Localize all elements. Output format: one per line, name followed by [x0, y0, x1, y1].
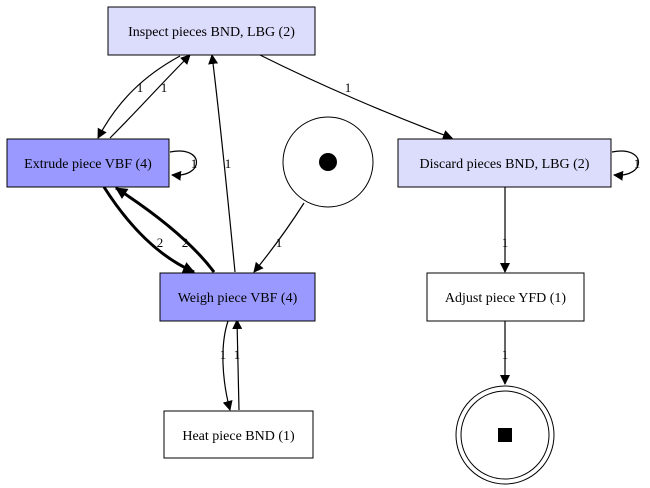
edge-start-to-weigh [253, 202, 305, 273]
node-adjust-label: Adjust piece YFD (1) [445, 291, 567, 306]
edge-extrude-self-loop [169, 150, 197, 181]
node-extrude: Extrude piece VBF (4) [6, 138, 170, 188]
filled-circle-icon [319, 153, 337, 171]
edge-weigh-to-inspect [208, 54, 236, 273]
start-node [282, 116, 374, 208]
node-weigh-label: Weigh piece VBF (4) [178, 291, 298, 306]
edge-label-inspect-to-discard: 1 [345, 80, 352, 95]
edge-label-inspect-to-extrude: 1 [161, 80, 168, 95]
edge-label-adjust-to-end: 1 [502, 347, 509, 362]
node-inspect-label: Inspect pieces BND, LBG (2) [128, 25, 295, 40]
node-discard: Discard pieces BND, LBG (2) [397, 138, 612, 188]
node-discard-box [397, 138, 612, 188]
edge-extrude-to-weigh [102, 186, 195, 274]
node-inspect-box [107, 6, 316, 56]
edge-label-start-to-weigh: 1 [276, 235, 283, 250]
edges [97, 54, 639, 411]
edge-inspect-to-discard [259, 54, 453, 140]
node-weigh: Weigh piece VBF (4) [159, 272, 316, 322]
edge-label-weigh-to-heat: 1 [220, 347, 227, 362]
edge-label-discard-to-adjust: 1 [502, 235, 509, 250]
node-heat-box [163, 410, 314, 459]
node-heat-label: Heat piece BND (1) [182, 429, 295, 444]
node-extrude-label: Extrude piece VBF (4) [24, 157, 152, 172]
node-discard-label: Discard pieces BND, LBG (2) [420, 157, 590, 172]
edge-weigh-to-extrude [115, 186, 216, 273]
edge-label-extrude-to-inspect: 1 [137, 80, 144, 95]
node-extrude-box [6, 138, 170, 188]
edge-label-extrude-self-loop: 1 [191, 156, 198, 171]
edge-label-discard-self-loop: 1 [634, 156, 641, 171]
edge-label-extrude-to-weigh: 2 [157, 235, 164, 250]
filled-square-icon [498, 428, 512, 442]
node-adjust-box [426, 272, 585, 322]
end-node [455, 385, 555, 485]
edge-label-weigh-to-extrude: 2 [182, 235, 189, 250]
node-adjust: Adjust piece YFD (1) [426, 272, 585, 322]
bold-edges [102, 186, 216, 274]
node-heat: Heat piece BND (1) [163, 410, 314, 459]
edge-heat-to-weigh [232, 319, 243, 411]
edge-label-weigh-to-inspect: 1 [225, 156, 232, 171]
edge-inspect-to-extrude [97, 55, 181, 139]
edge-discard-self-loop [611, 150, 639, 181]
node-weigh-box [159, 272, 316, 322]
edge-labels: 1 1 1 1 1 1 1 2 2 1 1 1 1 [137, 80, 641, 362]
edge-label-heat-to-weigh: 1 [234, 347, 241, 362]
node-inspect: Inspect pieces BND, LBG (2) [107, 6, 316, 56]
edge-extrude-to-inspect [109, 54, 191, 139]
edge-weigh-to-heat [222, 320, 233, 411]
